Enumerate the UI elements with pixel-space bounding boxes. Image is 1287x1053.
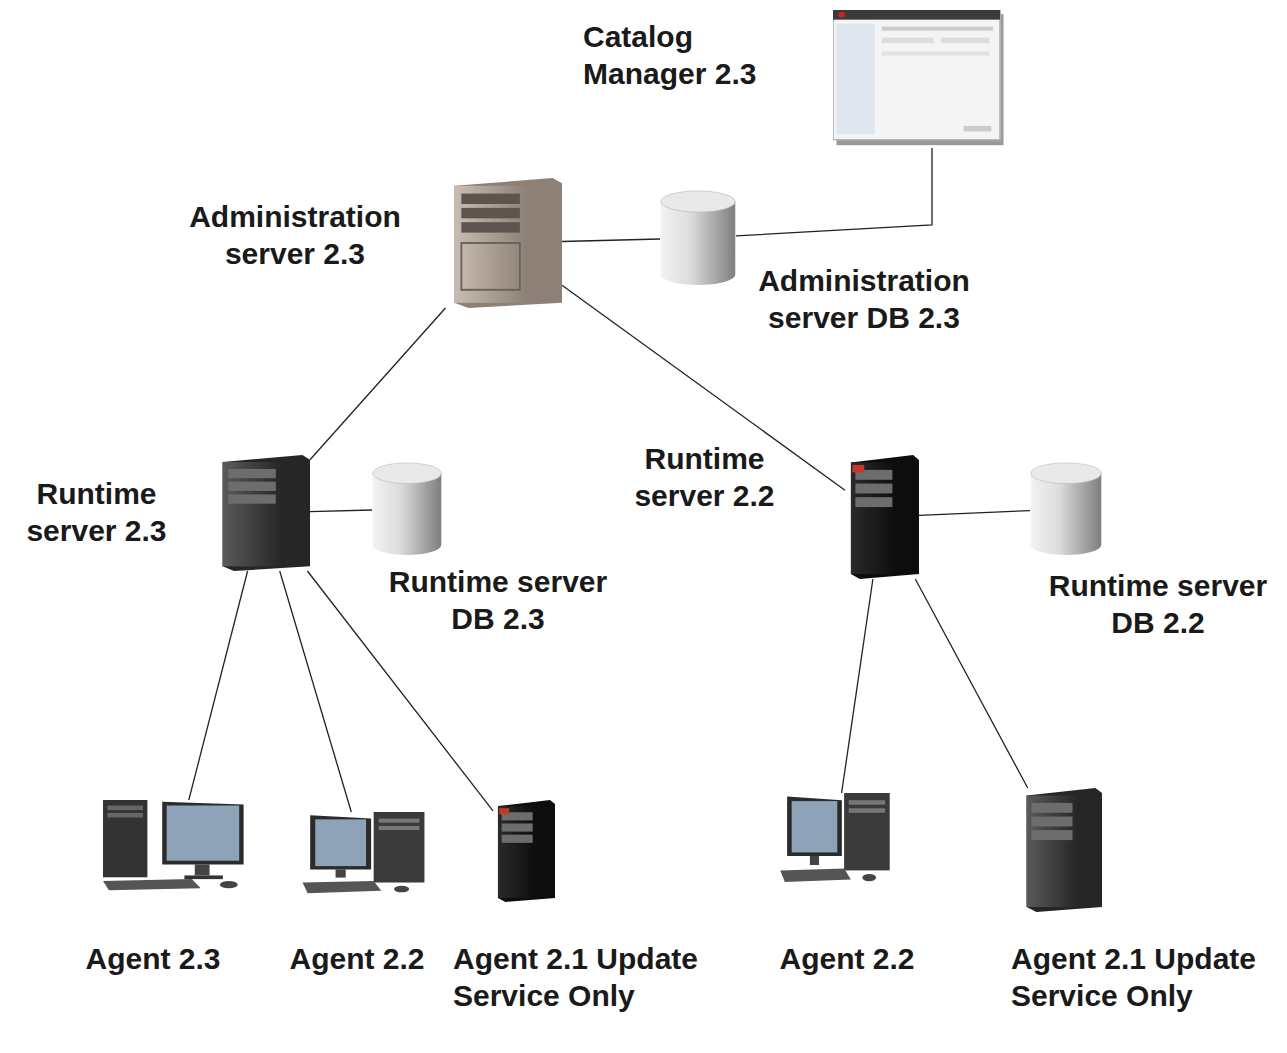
icon [215,455,310,571]
connector-line [310,510,372,512]
agent-computer: Agent 2.3 [103,800,251,892]
agent-server: Agent 2.1 Update Service Only [1020,788,1102,912]
icon [845,455,919,579]
connector-line [280,571,352,812]
connector-line [562,239,660,242]
node-label: Administration server DB 2.3 [738,262,990,336]
catalog-manager: Catalog Manager 2.3 [833,10,1007,148]
connector-line [915,579,1027,788]
icon [300,812,427,894]
node-label: Runtime server DB 2.3 [378,563,618,637]
node-label: Agent 2.3 [53,940,253,977]
agent-computer: Agent 2.2 [300,812,427,894]
node-label: Agent 2.2 [747,940,947,977]
connector-line [842,579,873,793]
agent-computer: Agent 2.2 [778,793,892,883]
connector-line [736,148,932,236]
node-label: Administration server 2.3 [170,198,420,272]
icon [1030,462,1102,556]
runtime-db: Runtime server DB 2.2 [1030,462,1102,556]
node-label: Agent 2.1 Update Service Only [453,940,715,1014]
connector-line [189,571,248,800]
admin-server: Administration server 2.3 [445,178,562,308]
icon [103,800,251,892]
node-label: Runtime server 2.2 [612,440,797,514]
node-label: Catalog Manager 2.3 [583,18,798,92]
runtime-server: Runtime server 2.3 [215,455,310,571]
admin-db: Administration server DB 2.3 [660,190,736,286]
icon [372,462,442,556]
icon [660,190,736,286]
icon [1020,788,1102,912]
runtime-server: Runtime server 2.2 [845,455,919,579]
connector-line [310,308,446,460]
node-label: Agent 2.2 [257,940,457,977]
icon [778,793,892,883]
node-label: Runtime server DB 2.2 [1034,567,1282,641]
connector-line [919,511,1030,516]
node-label: Runtime server 2.3 [4,475,189,549]
icon [493,800,555,902]
runtime-db: Runtime server DB 2.3 [372,462,442,556]
icon [833,10,1007,148]
icon [445,178,562,308]
node-label: Agent 2.1 Update Service Only [1011,940,1273,1014]
agent-server: Agent 2.1 Update Service Only [493,800,555,902]
